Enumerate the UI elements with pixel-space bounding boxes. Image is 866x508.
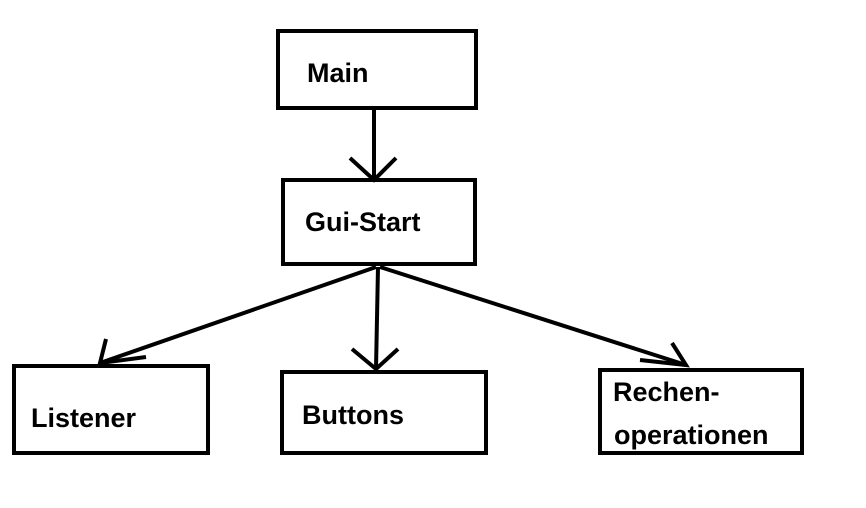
edge-gui-start-to-buttons-line xyxy=(374,266,380,370)
node-rechenoperationen: Rechen- operationen xyxy=(598,368,804,455)
node-main-label: Main xyxy=(307,58,369,88)
node-main-box xyxy=(276,29,478,110)
edge-gui-start-to-listener xyxy=(97,265,377,366)
node-listener-label: Listener xyxy=(31,403,137,433)
node-gui-start: Gui-Start xyxy=(281,178,477,266)
node-gui-start-box xyxy=(281,178,477,266)
node-listener-box xyxy=(12,364,210,455)
node-rechenoperationen-box xyxy=(598,368,804,455)
edge-gui-start-to-rechenoperationen xyxy=(379,265,690,368)
node-listener: Listener xyxy=(12,364,210,455)
node-buttons: Buttons xyxy=(280,370,488,455)
arrowhead-icon xyxy=(350,347,400,372)
edge-gui-start-to-listener-line xyxy=(99,265,377,365)
edge-gui-start-to-rechenoperationen-line xyxy=(379,265,687,367)
arrowhead-icon xyxy=(348,156,398,183)
node-main: Main xyxy=(276,29,478,110)
node-rechenoperationen-label-line1: Rechen- xyxy=(613,377,720,407)
edge-main-to-gui-start xyxy=(348,108,398,183)
arrowhead-icon xyxy=(639,341,690,368)
node-gui-start-label: Gui-Start xyxy=(305,207,421,237)
node-buttons-box xyxy=(280,370,488,455)
node-buttons-label: Buttons xyxy=(302,400,404,430)
arrowhead-icon xyxy=(97,338,147,366)
edge-gui-start-to-buttons xyxy=(350,266,400,372)
node-rechenoperationen-label-line2: operationen xyxy=(614,420,769,450)
